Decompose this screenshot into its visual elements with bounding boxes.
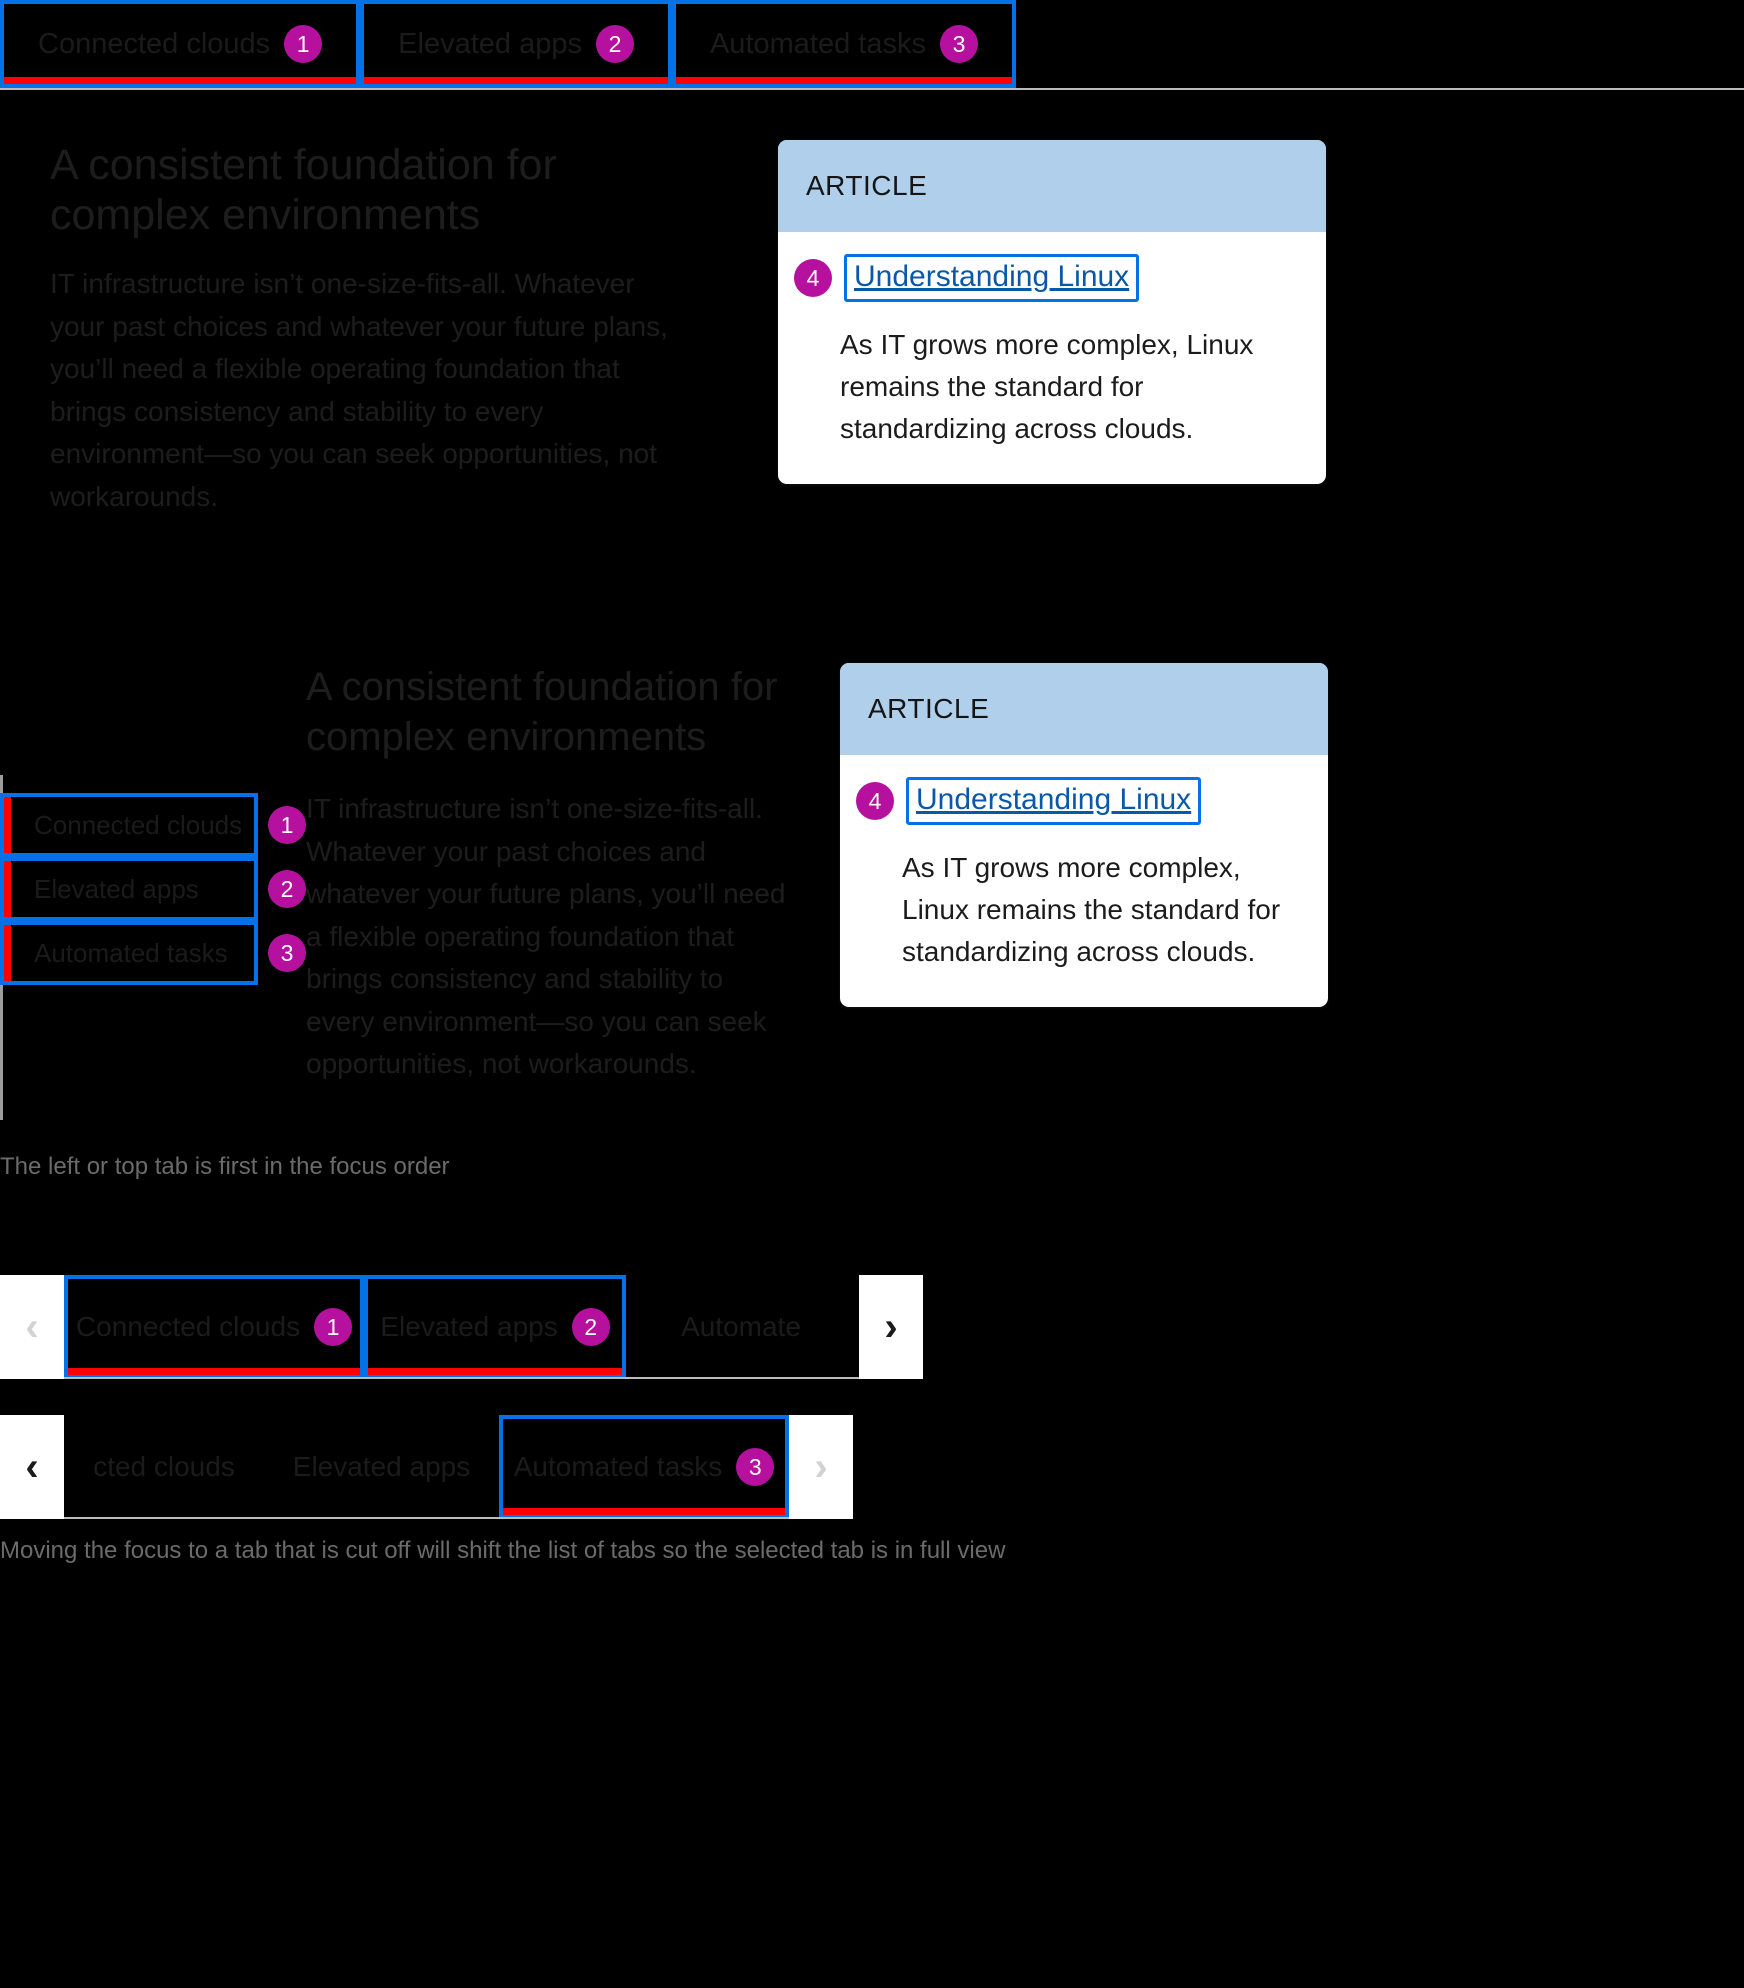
article-link[interactable]: Understanding Linux <box>906 777 1202 825</box>
badge-slot: 1 <box>262 793 306 857</box>
scrollable-tablist-1[interactable]: ‹ Connected clouds 1 Elevated apps 2 Aut… <box>0 1275 923 1379</box>
article-card-body: 4 Understanding Linux As IT grows more c… <box>840 755 1328 1007</box>
stab-automated-tasks[interactable]: Automated tasks 3 <box>499 1415 789 1519</box>
focus-order-badge: 2 <box>595 25 634 63</box>
badge-slot: 3 <box>262 921 306 985</box>
focus-order-badge: 2 <box>268 870 306 908</box>
scrollable-tablist-2[interactable]: ‹ cted clouds Elevated apps Automated ta… <box>0 1415 853 1519</box>
vtab-label: Elevated apps <box>34 873 199 904</box>
selected-underline <box>675 77 1012 84</box>
article-card-text: As IT grows more complex, Linux remains … <box>902 852 1281 967</box>
article-card: ARTICLE 4 Understanding Linux As IT grow… <box>840 663 1328 1007</box>
article-card-text: As IT grows more complex, Linux remains … <box>840 329 1254 444</box>
selected-indicator <box>4 925 11 981</box>
section1-body-text: IT infrastructure isn’t one-size-fits-al… <box>50 268 668 512</box>
vertical-tablist[interactable]: Connected clouds Elevated apps Automated… <box>0 793 258 985</box>
article-link-row: 4 Understanding Linux <box>856 777 1300 825</box>
tab-label: Elevated apps <box>292 1451 471 1482</box>
stab-connected-clouds[interactable]: cted clouds <box>64 1415 264 1519</box>
section2-body-text: IT infrastructure isn’t one-size-fits-al… <box>306 793 786 1080</box>
focus-order-badge: 4 <box>856 782 894 820</box>
selected-indicator <box>4 861 11 917</box>
tablist-viewport: Connected clouds 1 Elevated apps 2 Autom… <box>64 1275 859 1379</box>
tab-label: Automated tasks <box>513 1451 723 1482</box>
vertical-tab-badges: 1 2 3 <box>262 793 306 985</box>
selected-underline <box>4 77 357 84</box>
tablist-baseline-rule <box>0 88 1744 90</box>
badge-slot: 2 <box>262 857 306 921</box>
focus-order-badge: 3 <box>939 25 978 63</box>
tablist-baseline-rule <box>64 1517 789 1519</box>
article-card: ARTICLE 4 Understanding Linux As IT grow… <box>778 140 1326 484</box>
article-link[interactable]: Understanding Linux <box>844 254 1140 302</box>
section1-heading: A consistent foundation for complex envi… <box>50 141 557 240</box>
stab-elevated-apps[interactable]: Elevated apps 2 <box>364 1275 626 1379</box>
scroll-behaviour-caption: Moving the focus to a tab that is cut of… <box>0 1537 1006 1564</box>
stab-connected-clouds[interactable]: Connected clouds 1 <box>64 1275 364 1379</box>
focus-order-badge: 1 <box>314 1308 353 1346</box>
scroll-left-chevron-icon[interactable]: ‹ <box>0 1415 64 1519</box>
stab-automated-tasks[interactable]: Automate <box>626 1275 856 1379</box>
vtab-label: Connected clouds <box>34 809 243 840</box>
focus-order-badge: 2 <box>571 1308 610 1346</box>
selected-underline <box>503 1508 785 1515</box>
tab-label: Connected clouds <box>75 1311 301 1342</box>
article-link-row: 4 Understanding Linux <box>794 254 1298 302</box>
stab-elevated-apps[interactable]: Elevated apps <box>264 1415 499 1519</box>
tab-label: cted clouds <box>93 1451 235 1482</box>
scroll-left-chevron-icon[interactable]: ‹ <box>0 1275 64 1379</box>
article-card-eyebrow: ARTICLE <box>778 140 1326 232</box>
tab-connected-clouds[interactable]: Connected clouds 1 <box>0 0 361 88</box>
tab-label: Elevated apps <box>380 1311 558 1342</box>
tablist-viewport: cted clouds Elevated apps Automated task… <box>64 1415 789 1519</box>
article-card-body: 4 Understanding Linux As IT grows more c… <box>778 232 1326 484</box>
scroll-right-chevron-icon[interactable]: › <box>789 1415 853 1519</box>
vtab-label: Automated tasks <box>34 937 228 968</box>
vtab-connected-clouds[interactable]: Connected clouds <box>0 793 258 857</box>
focus-order-badge: 1 <box>268 806 306 844</box>
horizontal-tablist[interactable]: Connected clouds 1 Elevated apps 2 Autom… <box>0 0 1016 88</box>
vtab-automated-tasks[interactable]: Automated tasks <box>0 921 258 985</box>
focus-order-badge: 3 <box>736 1448 775 1486</box>
tab-label: Connected clouds <box>38 27 271 60</box>
focus-order-badge: 1 <box>284 25 323 63</box>
focus-order-caption: The left or top tab is first in the focu… <box>0 1153 450 1180</box>
tab-automated-tasks[interactable]: Automated tasks 3 <box>671 0 1016 88</box>
selected-underline <box>368 1368 622 1375</box>
focus-order-badge: 4 <box>794 259 832 297</box>
tablist-baseline-rule <box>64 1377 859 1379</box>
selected-underline <box>68 1368 360 1375</box>
tab-label: Elevated apps <box>398 27 582 60</box>
scroll-right-chevron-icon[interactable]: › <box>859 1275 923 1379</box>
article-card-eyebrow: ARTICLE <box>840 663 1328 755</box>
selected-indicator <box>4 797 11 853</box>
vtab-elevated-apps[interactable]: Elevated apps <box>0 857 258 921</box>
tab-label: Automated tasks <box>709 27 926 60</box>
section2-heading: A consistent foundation for complex envi… <box>306 665 778 759</box>
tab-label: Automate <box>681 1311 801 1342</box>
tab-elevated-apps[interactable]: Elevated apps 2 <box>360 0 672 88</box>
selected-underline <box>364 77 668 84</box>
focus-order-badge: 3 <box>268 934 306 972</box>
